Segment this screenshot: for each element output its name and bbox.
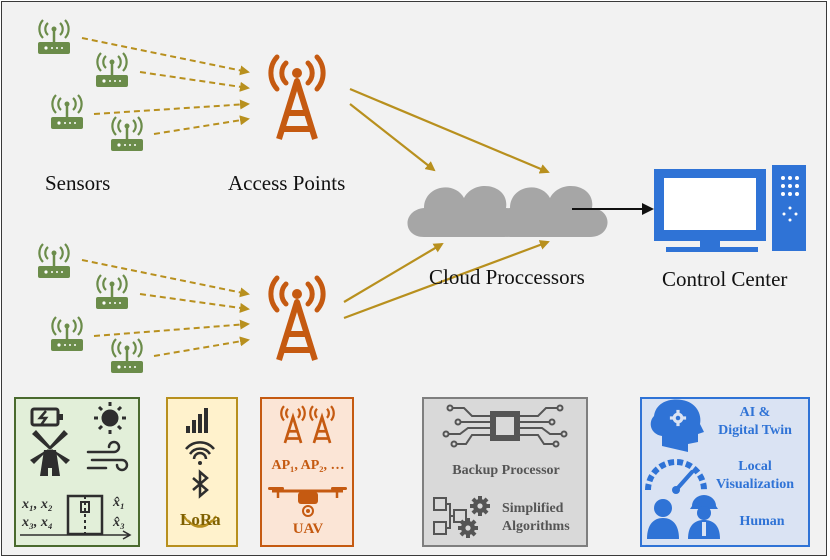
gauge-icon <box>645 459 707 494</box>
uav-label: UAV <box>292 521 324 537</box>
access-points-label: Access Points <box>228 171 346 195</box>
processor-chip-icon <box>442 404 568 448</box>
energy-environment-panel <box>14 397 140 547</box>
sensors-label: Sensors <box>45 171 111 195</box>
sensor-icon <box>94 273 130 311</box>
monitor-icon <box>654 169 766 252</box>
sensor-icon <box>49 93 85 131</box>
bluetooth-icon <box>192 469 209 499</box>
ai-label-line-2: Digital Twin <box>718 423 792 438</box>
sensor-inputs-line-1: x₁, x₂ <box>22 497 53 512</box>
cloud-processors-label: Cloud Proccessors <box>429 265 585 289</box>
connectivity-panel <box>166 397 238 547</box>
ai-head-icon <box>650 399 704 452</box>
sensor-icon <box>109 115 145 153</box>
backhaul-arrows <box>343 87 550 320</box>
sensor-link-arrows-lower <box>81 259 250 357</box>
signal-bars-icon <box>186 408 208 433</box>
reconstructed-output-1: x̂₁ <box>113 495 125 510</box>
gear-icon <box>470 496 490 516</box>
flowchart-icon <box>433 497 467 535</box>
sensor-inputs-line-2: x₃, x₄ <box>22 515 53 530</box>
control-center-label: Control Center <box>662 267 788 291</box>
lora-waves-icon <box>181 499 219 528</box>
ai-label-line-1: AI & <box>739 405 771 420</box>
sensor-link-arrows-upper <box>81 37 250 135</box>
sensor-icon <box>49 315 85 353</box>
sensor-icon <box>36 18 72 56</box>
small-tower-icon <box>309 405 335 444</box>
sun-icon <box>94 402 126 434</box>
sensor-icon <box>36 242 72 280</box>
operator-icon <box>647 499 679 539</box>
cloud-icon <box>493 185 608 237</box>
reconstructed-output-2: x̂₃ <box>113 515 125 530</box>
human-label: Human <box>739 514 785 529</box>
windmill-icon <box>30 430 70 476</box>
battery-icon <box>30 407 63 427</box>
access-point-tower-icon <box>271 278 323 360</box>
wifi-icon <box>185 441 215 465</box>
wind-icon <box>86 440 129 472</box>
drone-icon <box>268 487 347 517</box>
access-point-list-label: AP₁, AP₂, … <box>271 458 345 473</box>
small-tower-icon <box>280 405 306 444</box>
gear-icon <box>458 518 478 538</box>
data-compression-icon <box>20 494 132 540</box>
access-point-tower-icon <box>271 57 323 139</box>
lora-label: LoRa <box>180 510 221 529</box>
visualization-label-line-1: Local <box>738 459 772 474</box>
engineer-icon <box>688 495 720 539</box>
sensor-icon <box>109 337 145 375</box>
computer-tower-icon <box>772 165 806 251</box>
backup-processor-label: Backup Processor <box>452 463 560 478</box>
simplified-algorithms-line-2: Algorithms <box>502 519 570 534</box>
sensor-icon <box>94 51 130 89</box>
uav-access-panel <box>260 397 354 547</box>
simplified-algorithms-line-1: Simplified <box>502 501 564 516</box>
visualization-label-line-2: Visualization <box>715 477 795 492</box>
